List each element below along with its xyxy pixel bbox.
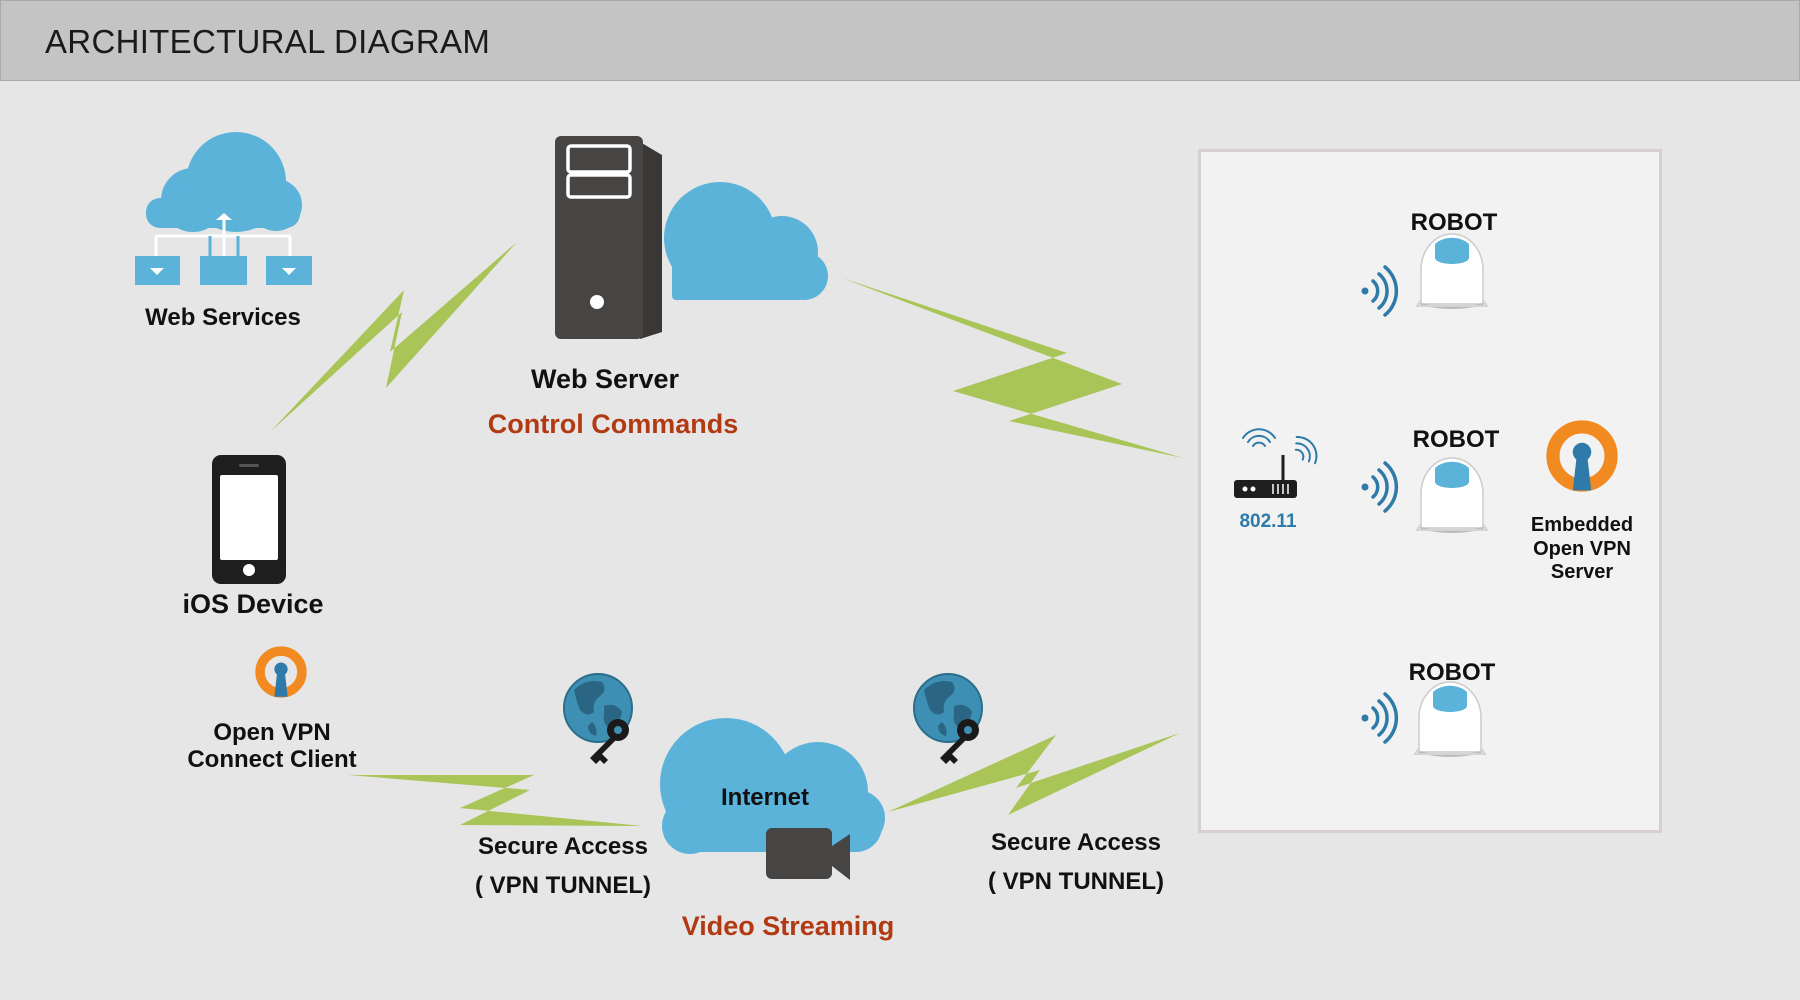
robot-3-label: ROBOT xyxy=(1408,659,1496,686)
server-tower-icon xyxy=(555,136,662,339)
wifi-signal-icon xyxy=(1359,461,1399,513)
vpn-server-label-line1: Embedded xyxy=(1530,514,1634,536)
internet-label: Internet xyxy=(720,784,809,811)
page-title: ARCHITECTURAL DIAGRAM xyxy=(45,23,491,60)
wifi-signal-icon xyxy=(1359,265,1399,317)
video-streaming-label: Video Streaming xyxy=(681,911,895,941)
robot-dome-icon xyxy=(1414,681,1486,757)
control-commands-label: Control Commands xyxy=(487,409,739,439)
lightning-bolt-icon xyxy=(842,278,1183,458)
robot-2-label: ROBOT xyxy=(1412,426,1500,453)
lightning-bolt-icon xyxy=(270,242,517,432)
ios-device-label: iOS Device xyxy=(182,589,324,619)
robot-dome-icon xyxy=(1416,233,1488,309)
secure-access-left-line1: Secure Access xyxy=(478,833,648,860)
wifi-signal-icon xyxy=(1359,692,1399,744)
web-server-label: Web Server xyxy=(530,364,680,394)
lightning-bolt-icon xyxy=(888,733,1180,815)
secure-access-right-line2: ( VPN TUNNEL) xyxy=(988,868,1164,895)
vpn-client-label-line2: Connect Client xyxy=(187,746,357,773)
vpn-client-label-line1: Open VPN xyxy=(213,719,331,746)
robot-1-label: ROBOT xyxy=(1410,209,1498,236)
cloud-network-icon xyxy=(135,132,312,285)
robot-dome-icon xyxy=(1416,457,1488,533)
vpn-server-label-line2: Open VPN xyxy=(1533,538,1631,560)
cloud-icon xyxy=(660,718,885,854)
wifi-router-icon xyxy=(1234,428,1318,498)
vpn-server-label-line3: Server xyxy=(1550,561,1614,583)
openvpn-icon xyxy=(1553,427,1611,490)
web-services-label: Web Services xyxy=(145,304,301,331)
lightning-bolt-icon xyxy=(348,775,642,826)
header-bar: ARCHITECTURAL DIAGRAM xyxy=(0,0,1800,81)
globe-key-icon xyxy=(563,673,633,765)
video-camera-icon xyxy=(766,828,850,880)
secure-access-left-line2: ( VPN TUNNEL) xyxy=(475,872,651,899)
secure-access-right-line1: Secure Access xyxy=(991,829,1161,856)
globe-key-icon xyxy=(913,673,983,765)
openvpn-icon xyxy=(260,651,302,697)
router-label: 802.11 xyxy=(1239,511,1297,532)
smartphone-icon xyxy=(212,455,286,584)
cloud-icon xyxy=(664,182,828,300)
